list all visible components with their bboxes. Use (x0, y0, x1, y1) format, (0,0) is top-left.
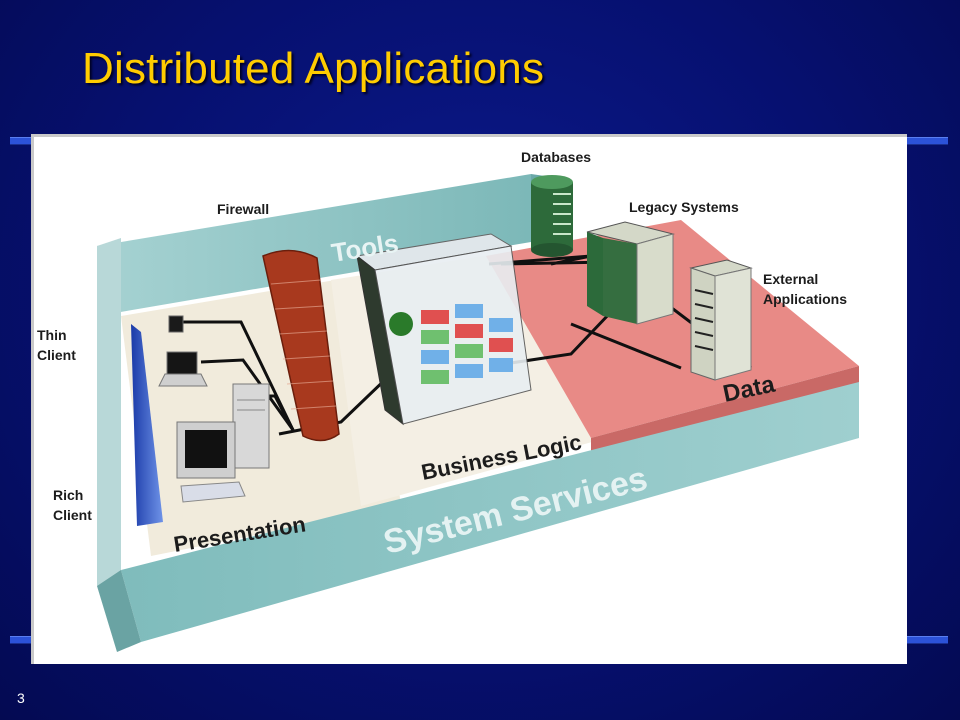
label-firewall: Firewall (217, 201, 269, 217)
external-applications-server (691, 260, 751, 380)
label-thin-client-line2: Client (37, 347, 76, 363)
label-external-line1: External (763, 271, 818, 287)
label-legacy-systems: Legacy Systems (629, 199, 739, 215)
top-rule-right (906, 137, 948, 145)
label-external-line2: Applications (763, 291, 847, 307)
label-rich-client-line1: Rich (53, 487, 83, 503)
legacy-systems (587, 222, 673, 324)
architecture-diagram: Databases Firewall Legacy Systems Extern… (31, 134, 907, 664)
side-wall (97, 238, 121, 586)
bottom-rule-right (906, 636, 948, 644)
slide-number: 3 (17, 690, 25, 706)
label-databases: Databases (521, 149, 591, 165)
business-logic-cube (357, 234, 531, 424)
database-cylinder (531, 175, 573, 257)
label-rich-client-line2: Client (53, 507, 92, 523)
label-thin-client-line1: Thin (37, 327, 67, 343)
slide-title: Distributed Applications (82, 44, 544, 94)
